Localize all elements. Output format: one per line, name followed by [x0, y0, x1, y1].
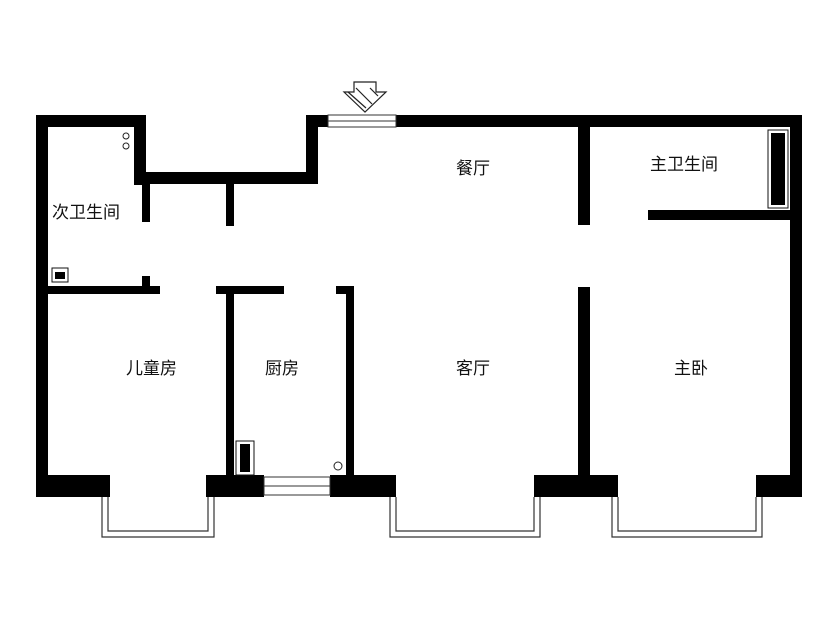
room-label-dining-room: 餐厅: [456, 159, 490, 179]
room-label-second-bathroom: 次卫生间: [52, 203, 120, 223]
room-label-living-room: 客厅: [456, 359, 490, 379]
room-label-master-bathroom: 主卫生间: [650, 155, 718, 175]
second-bath-fixture-icon: [122, 132, 130, 140]
bay-window-childrens-room: [101, 497, 215, 538]
bathroom-fixtures: [51, 129, 789, 476]
bay-window-master-bedroom: [611, 497, 763, 538]
room-labels: 次卫生间 餐厅 主卫生间 儿童房 厨房 客厅 主卧: [52, 155, 718, 379]
room-label-kitchen: 厨房: [265, 359, 299, 379]
kitchen-sink-icon: [333, 461, 343, 471]
outer-walls: [36, 115, 802, 497]
windows: [263, 114, 397, 496]
room-label-childrens-room: 儿童房: [126, 359, 177, 379]
entrance-arrow-icon: [342, 81, 388, 113]
bay-window-living-room: [389, 497, 541, 538]
room-label-master-bedroom: 主卧: [674, 359, 708, 379]
bay-windows: [101, 497, 763, 538]
interior-walls: [48, 127, 790, 477]
